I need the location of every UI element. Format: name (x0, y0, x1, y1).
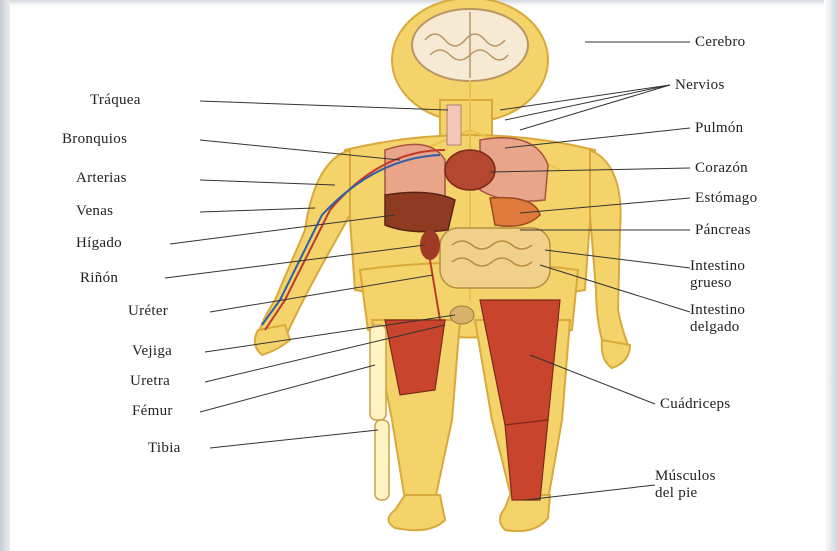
heart (445, 150, 495, 190)
label-intestino-grueso: Intestino grueso (690, 258, 786, 292)
label-musculos-pie: Músculos del pie (655, 468, 751, 502)
label-intestino-grueso-line2: grueso (690, 275, 786, 292)
trachea (447, 105, 461, 145)
label-bronquios: Bronquios (62, 131, 127, 148)
label-intestino-grueso-line1: Intestino (690, 258, 786, 275)
label-tibia: Tibia (148, 440, 181, 457)
label-rinon: Riñón (80, 270, 118, 287)
label-ureter: Uréter (128, 303, 168, 320)
label-femur: Fémur (132, 403, 173, 420)
label-musculos-pie-line2: del pie (655, 485, 751, 502)
label-uretra: Uretra (130, 373, 170, 390)
label-pancreas: Páncreas (695, 222, 751, 239)
label-nervios: Nervios (675, 77, 725, 94)
arm-right (590, 150, 628, 348)
label-pulmon: Pulmón (695, 120, 743, 137)
hand-right (602, 340, 630, 368)
brain (412, 9, 528, 81)
label-arterias: Arterias (76, 170, 127, 187)
label-corazon: Corazón (695, 160, 748, 177)
intestines (440, 228, 550, 288)
label-cuadriceps: Cuádriceps (660, 396, 730, 413)
label-intestino-delgado-line1: Intestino (690, 302, 786, 319)
label-musculos-pie-line1: Músculos (655, 468, 751, 485)
label-intestino-delgado-line2: delgado (690, 319, 786, 336)
label-venas: Venas (76, 203, 113, 220)
label-intestino-delgado: Intestino delgado (690, 302, 786, 336)
liver (385, 192, 455, 231)
label-vejiga: Vejiga (132, 343, 172, 360)
label-estomago: Estómago (695, 190, 757, 207)
label-cerebro: Cerebro (695, 34, 745, 51)
foot-left (389, 495, 446, 530)
bones (370, 325, 389, 500)
label-traquea: Tráquea (90, 92, 141, 109)
label-higado: Hígado (76, 235, 122, 252)
